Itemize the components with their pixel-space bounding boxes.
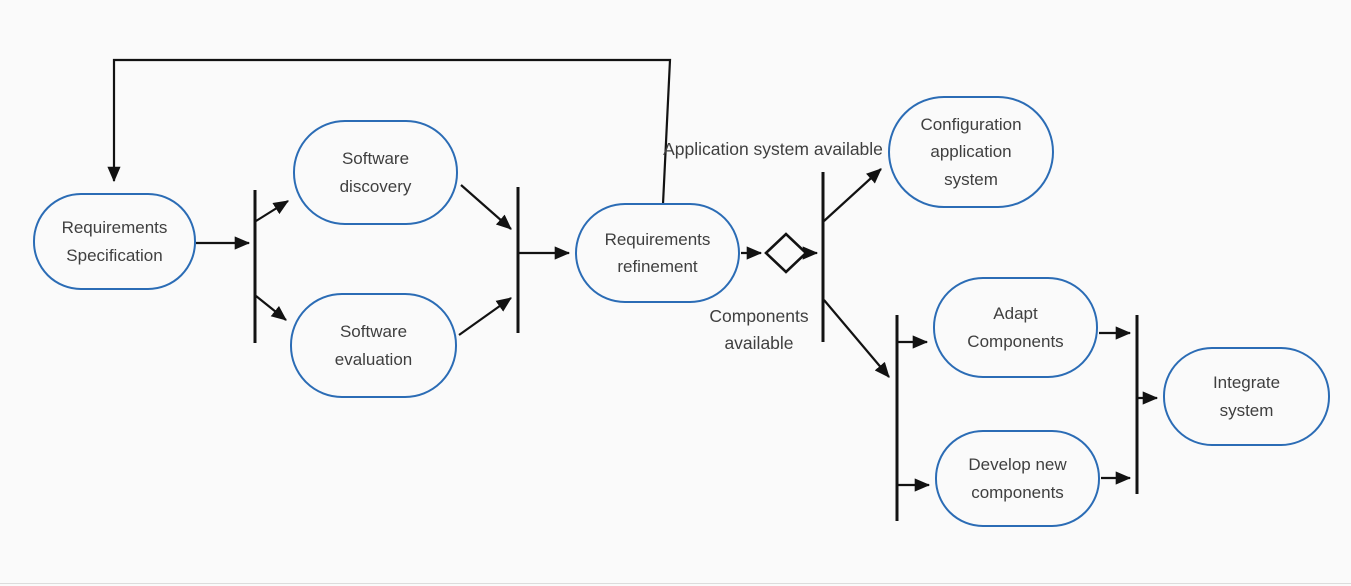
node-label: Configuration application system [920,115,1022,189]
node-software-evaluation: Software evaluation [290,293,457,398]
node-label: Integrate system [1212,373,1281,420]
node-label: Requirements Specification [61,218,168,265]
edge-feedback-loop [107,58,672,205]
edge-evaluation-to-join1 [458,297,512,336]
node-label: Software discovery [339,149,412,196]
edge-label-application-system-available: Application system available [663,139,883,159]
edge-fork1-to-evaluation [255,295,287,321]
node-software-discovery: Software discovery [293,120,458,225]
node-develop-new-components: Develop new components [935,430,1100,527]
decision-diamond-icon [764,232,808,274]
edge-discovery-to-join1 [460,184,512,230]
node-label: Adapt Components [967,304,1064,351]
node-integrate-system: Integrate system [1163,347,1330,446]
node-requirements-specification: Requirements Specification [33,193,196,290]
node-adapt-components: Adapt Components [933,277,1098,378]
edge-bar-to-configuration [823,168,882,222]
edge-label-components-available: Components available [709,306,809,354]
node-requirements-refinement: Requirements refinement [575,203,740,303]
node-label: Software evaluation [334,322,413,369]
node-label: Develop new components [968,455,1067,502]
node-label: Requirements refinement [604,229,711,276]
node-configuration-application-system: Configuration application system [888,96,1054,208]
edge-bar-to-fork2 [823,299,890,378]
edge-fork1-to-discovery [255,200,289,222]
bottom-divider [0,583,1351,584]
